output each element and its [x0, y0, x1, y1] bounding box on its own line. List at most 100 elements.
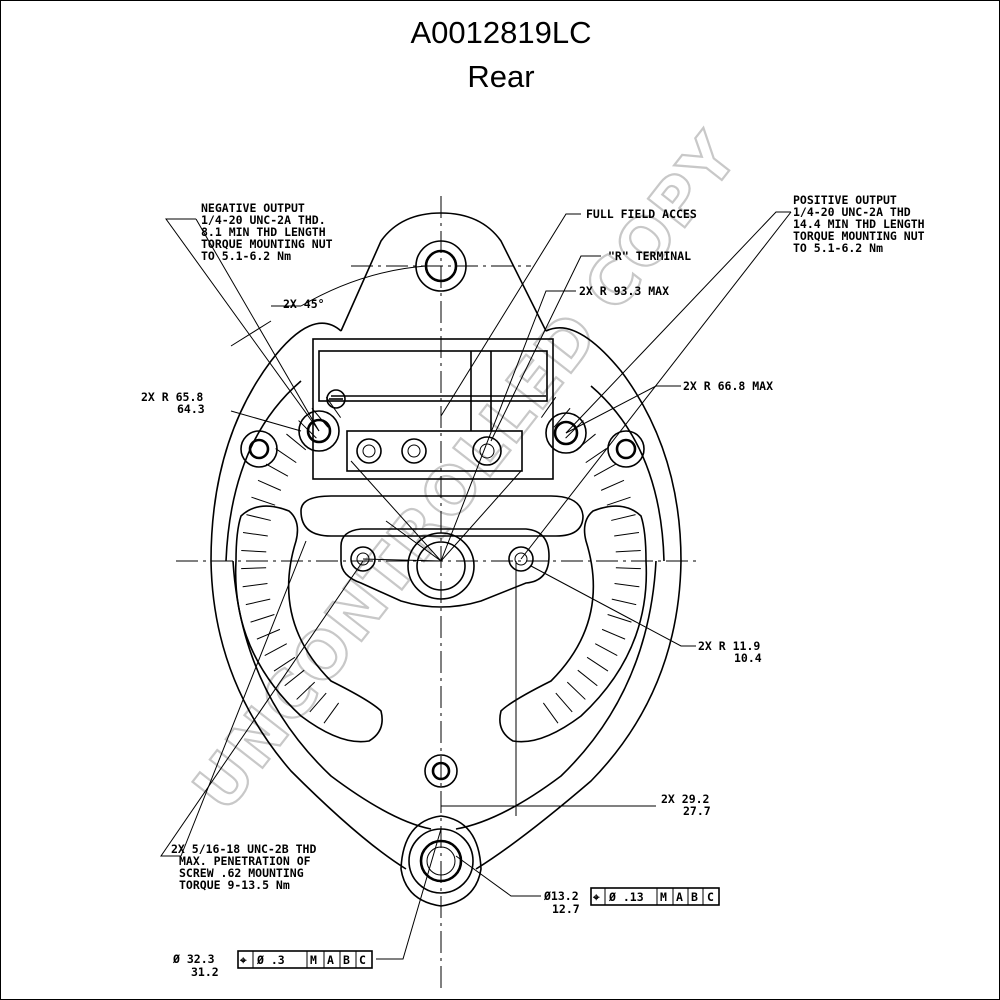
vent-slot [250, 614, 275, 623]
screw-note: 2X 5/16-18 UNC-2B THD MAX. PENETRATION O… [171, 842, 316, 892]
svg-text:8.1 MIN THD LENGTH: 8.1 MIN THD LENGTH [201, 225, 326, 239]
vent-slot [601, 628, 626, 640]
vent-slot [264, 643, 288, 656]
terminals [240, 410, 645, 788]
svg-text:2X R 11.9: 2X R 11.9 [698, 639, 760, 653]
vent-slot [296, 681, 316, 700]
vent-slot [256, 628, 281, 640]
feature-control-frame-small: ⌖ Ø .13 M A B C [590, 887, 720, 906]
vent-slot [284, 669, 305, 687]
svg-text:MAX. PENETRATION OF: MAX. PENETRATION OF [179, 854, 311, 868]
vent-slot [594, 643, 618, 656]
full-field-note: FULL FIELD ACCES [586, 207, 697, 221]
feature-control-frame-large: ⌖ Ø .3 M A B C [237, 950, 373, 969]
svg-text:2X 5/16-18 UNC-2B THD: 2X 5/16-18 UNC-2B THD [171, 842, 316, 856]
svg-text:1/4-20 UNC-2A THD: 1/4-20 UNC-2A THD [793, 205, 911, 219]
vent-slot [611, 598, 637, 606]
svg-text:14.4 MIN THD LENGTH: 14.4 MIN THD LENGTH [793, 217, 925, 231]
vent-slot [242, 531, 268, 537]
vent-slot [286, 433, 307, 451]
vent-slot [309, 692, 327, 713]
svg-text:Ø .13: Ø .13 [608, 890, 644, 904]
radius-65-note: 2X R 65.8 64.3 [141, 390, 205, 416]
diameter-32-note: Ø 32.3 31.2 [172, 952, 219, 979]
vent-slot [585, 448, 607, 464]
negative-terminal [298, 410, 340, 452]
vent-slot [607, 614, 632, 623]
svg-text:2X R 65.8: 2X R 65.8 [141, 390, 203, 404]
svg-text:SCREW .62 MOUNTING: SCREW .62 MOUNTING [179, 866, 304, 880]
vent-slot [540, 396, 557, 418]
svg-text:64.3: 64.3 [177, 402, 205, 416]
vent-slot [577, 669, 598, 687]
bearing-boss [340, 528, 550, 608]
vent-slot [614, 531, 640, 537]
svg-text:B: B [691, 890, 698, 904]
svg-text:TO 5.1-6.2 Nm: TO 5.1-6.2 Nm [201, 249, 291, 263]
negative-output-note: NEGATIVE OUTPUT 1/4-20 UNC-2A THD. 8.1 M… [201, 201, 333, 263]
vent-slot [323, 702, 340, 724]
svg-text:POSITIVE OUTPUT: POSITIVE OUTPUT [793, 193, 897, 207]
svg-text:A: A [327, 953, 334, 967]
vent-slot [553, 407, 571, 428]
vent-slot [615, 567, 641, 570]
dimension-29-note: 2X 29.2 27.7 [661, 792, 711, 818]
vent-slot [325, 396, 342, 418]
svg-text:M: M [310, 953, 317, 967]
vent-slot [273, 656, 296, 672]
vent-slot [241, 550, 267, 553]
svg-text:10.4: 10.4 [734, 651, 762, 665]
vent-slot [275, 448, 297, 464]
svg-text:C: C [359, 953, 366, 967]
vent-slot [614, 583, 640, 588]
vent-slot [241, 567, 267, 570]
vent-slot [565, 420, 584, 439]
svg-text:Ø .3: Ø .3 [256, 953, 285, 967]
svg-text:27.7: 27.7 [683, 804, 711, 818]
vent-slot [251, 496, 276, 506]
housing [210, 212, 682, 907]
svg-text:Ø 32.3: Ø 32.3 [172, 952, 215, 966]
svg-text:TORQUE MOUNTING NUT: TORQUE MOUNTING NUT [201, 237, 333, 251]
svg-text:TORQUE 9-13.5 Nm: TORQUE 9-13.5 Nm [179, 878, 290, 892]
vent-slot [311, 407, 329, 428]
svg-text:1/4-20 UNC-2A THD.: 1/4-20 UNC-2A THD. [201, 213, 326, 227]
radius-11-note: 2X R 11.9 10.4 [698, 639, 762, 665]
vent-slot [600, 479, 625, 491]
vent-slot [542, 702, 559, 724]
svg-text:C: C [707, 890, 714, 904]
radius-66-note: 2X R 66.8 MAX [683, 379, 773, 393]
vent-slot [575, 433, 596, 451]
positive-output-note: POSITIVE OUTPUT 1/4-20 UNC-2A THD 14.4 M… [793, 193, 925, 255]
vent-slot [257, 479, 282, 491]
svg-text:⌖: ⌖ [592, 890, 600, 904]
svg-text:31.2: 31.2 [191, 965, 219, 979]
cooling-vents [234, 396, 648, 743]
svg-text:12.7: 12.7 [552, 902, 580, 916]
svg-text:2X 29.2: 2X 29.2 [661, 792, 709, 806]
vent-slot [593, 463, 617, 477]
leader-lines [160, 211, 792, 960]
drawing-title: A0012819LC [410, 15, 592, 50]
vent-slot [265, 463, 289, 477]
vent-slot [615, 550, 641, 553]
svg-text:⌖: ⌖ [239, 953, 247, 967]
svg-text:Ø13.2: Ø13.2 [543, 889, 579, 903]
radius-93-note: 2X R 93.3 MAX [579, 284, 669, 298]
svg-text:B: B [343, 953, 350, 967]
vent-slot [555, 692, 573, 713]
svg-text:M: M [660, 890, 667, 904]
angle-note: 2X 45° [283, 297, 325, 311]
svg-text:TORQUE MOUNTING NUT: TORQUE MOUNTING NUT [793, 229, 925, 243]
svg-text:A: A [676, 890, 683, 904]
svg-text:NEGATIVE OUTPUT: NEGATIVE OUTPUT [201, 201, 305, 215]
vent-slot [298, 420, 317, 439]
vent-slot [242, 583, 268, 588]
vent-slot [245, 598, 271, 606]
vent-slot [606, 496, 631, 506]
vent-slot [566, 681, 586, 700]
vent-slot [246, 514, 271, 521]
vent-slot [586, 656, 609, 672]
